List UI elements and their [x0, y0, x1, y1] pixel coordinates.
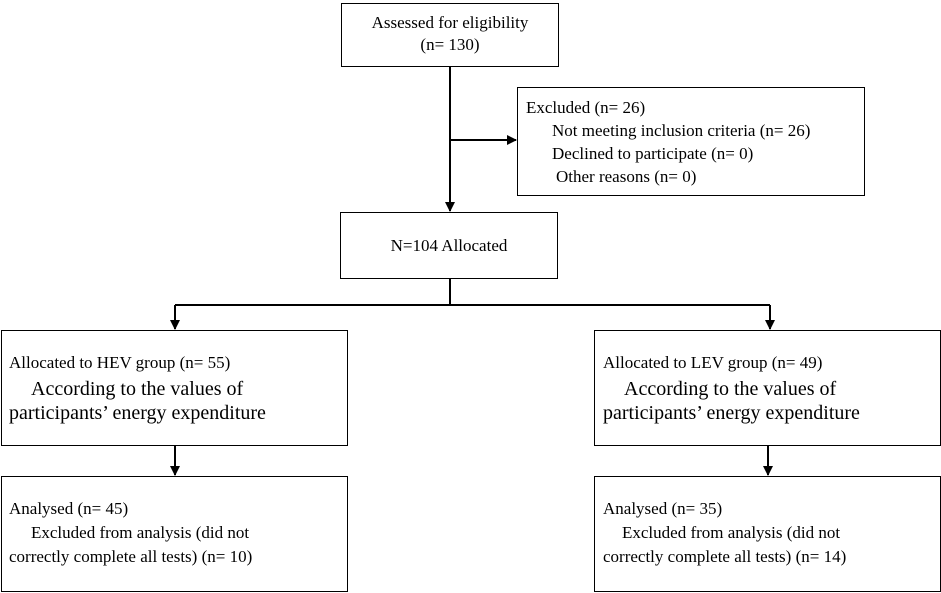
excluded-item: Other reasons (n= 0) [556, 167, 697, 186]
lev-analysed-exclusion: Excluded from analysis (did not [622, 523, 841, 542]
excluded-title: Excluded (n= 26) [526, 98, 646, 117]
allocated-label: N=104 Allocated [390, 236, 508, 255]
lev-analysed-box [594, 476, 941, 592]
hev-analysed-box [1, 476, 348, 592]
hev-allocated-detail-1: According to the values of [31, 378, 244, 400]
lev-analysed-title: Analysed (n= 35) [603, 499, 723, 518]
hev-allocated-detail-2: participants’ energy expenditure [9, 402, 266, 424]
lev-allocated-title: Allocated to LEV group (n= 49) [603, 353, 823, 372]
hev-analysed-exclusion: correctly complete all tests) (n= 10) [9, 547, 253, 566]
excluded-item: Not meeting inclusion criteria (n= 26) [552, 121, 811, 140]
excluded-item: Declined to participate (n= 0) [552, 144, 754, 163]
lev-allocated-detail-1: According to the values of [624, 378, 837, 400]
lev-allocated-detail-2: participants’ energy expenditure [603, 402, 860, 424]
hev-analysed-exclusion: Excluded from analysis (did not [31, 523, 250, 542]
excluded-box [517, 87, 865, 196]
lev-analysed-exclusion: correctly complete all tests) (n= 14) [603, 547, 847, 566]
hev-allocated-box [1, 330, 348, 446]
hev-allocated-title: Allocated to HEV group (n= 55) [9, 353, 231, 372]
allocated-box [340, 212, 558, 279]
hev-analysed-title: Analysed (n= 45) [9, 499, 129, 518]
assessed-count: (n= 130) [420, 35, 480, 54]
assessed-box [341, 3, 559, 67]
assessed-label: Assessed for eligibility [371, 13, 529, 32]
